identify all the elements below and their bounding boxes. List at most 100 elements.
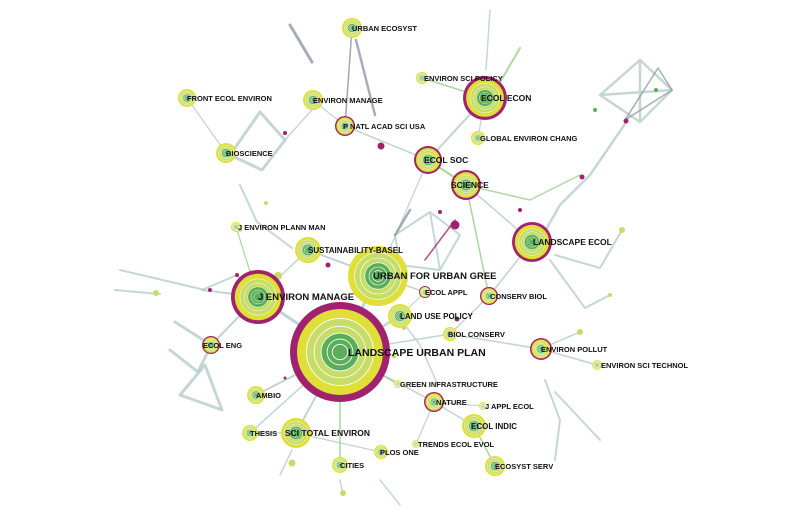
node-label: ECOL SOC	[424, 155, 468, 165]
minor-node-23	[391, 353, 397, 359]
node-global-environ-chang[interactable]: GLOBAL ENVIRON CHANG	[471, 131, 578, 145]
node-thesis[interactable]: THESIS	[242, 425, 277, 441]
edge-path-11	[239, 184, 293, 249]
edge-path-17	[393, 208, 412, 237]
node-ambio[interactable]: AMBIO	[247, 386, 281, 404]
edge-path-24	[379, 479, 401, 506]
edge-path-23	[554, 391, 601, 441]
node-green-infrastructure[interactable]: GREEN INFRASTRUCTURE	[394, 380, 498, 389]
edge-path-18	[554, 229, 623, 269]
edge-path-15	[288, 23, 314, 64]
node-sustainability-basel[interactable]: SUSTAINABILITY-BASEL	[295, 237, 403, 263]
node-label: J ENVIRON MANAGE	[258, 292, 354, 303]
node-core-ring	[528, 238, 536, 246]
edge-path-4	[228, 110, 287, 172]
node-core-ring	[223, 150, 228, 155]
node-label: TRENDS ECOL EVOL	[418, 440, 495, 449]
node-label: SCI TOTAL ENVIRON	[285, 428, 370, 438]
node-core-ring	[338, 463, 342, 467]
node-label: URBAN FOR URBAN GREE	[373, 271, 497, 282]
node-core-ring	[397, 313, 403, 319]
minor-node-5	[518, 208, 522, 212]
edge-path-7	[178, 363, 224, 412]
node-front-ecol-environ[interactable]: FRONT ECOL ENVIRON	[178, 89, 272, 107]
node-j-environ-manage[interactable]: J ENVIRON MANAGE	[231, 270, 354, 324]
minor-node-7	[208, 288, 212, 292]
node-ecol-eng[interactable]: ECOL ENG	[202, 336, 242, 354]
minor-node-8	[235, 273, 239, 277]
edge-path-26	[279, 449, 293, 476]
minor-node-4	[579, 174, 585, 180]
node-land-use-policy[interactable]: LAND USE POLICY	[388, 304, 474, 328]
node-ecol-soc[interactable]: ECOL SOC	[414, 146, 468, 174]
minor-node-17	[288, 459, 296, 467]
node-label: BIOL CONSERV	[448, 330, 505, 339]
minor-node-3	[325, 262, 331, 268]
node-landscape-ecol[interactable]: LANDSCAPE ECOL	[512, 222, 612, 262]
node-core-ring	[493, 464, 498, 469]
edge-path-20	[464, 174, 581, 201]
node-ecol-econ[interactable]: ECOL ECON	[463, 76, 531, 120]
node-science[interactable]: SCIENCE	[451, 170, 489, 200]
node-j-environ-plann-man[interactable]: J ENVIRON PLANN MAN	[231, 222, 326, 232]
minor-node-26	[593, 108, 597, 112]
minor-node-2	[450, 220, 460, 230]
node-ecosyst-serv[interactable]: ECOSYST SERV	[485, 456, 553, 476]
node-ecol-appl[interactable]: ECOL APPL	[419, 286, 468, 298]
node-j-appl-ecol[interactable]: J APPL ECOL	[479, 402, 534, 411]
node-label: AMBIO	[256, 391, 281, 400]
node-environ-manage[interactable]: ENVIRON MANAGE	[303, 90, 383, 110]
node-core-ring	[305, 247, 311, 253]
node-core-ring	[372, 270, 384, 282]
node-bioscience[interactable]: BIOSCIENCE	[216, 143, 273, 163]
edge-path-12	[485, 9, 491, 71]
node-label: ENVIRON SCI POLICY	[424, 74, 503, 83]
edge-bioscience-front-ecol-environ	[186, 97, 227, 154]
node-label: ECOSYST SERV	[495, 462, 553, 471]
node-core-ring	[595, 363, 599, 367]
node-environ-sci-policy[interactable]: ENVIRON SCI POLICY	[416, 72, 503, 84]
node-core-ring	[234, 225, 238, 229]
node-plos-one[interactable]: PLOS ONE	[374, 445, 419, 459]
node-core-ring	[185, 96, 189, 100]
node-core-ring	[420, 76, 424, 80]
node-p-natl-acad-sci-usa[interactable]: P NATL ACAD SCI USA	[335, 116, 426, 136]
node-urban-ecosyst[interactable]: URBAN ECOSYST	[342, 18, 417, 38]
node-label: LAND USE POLICY	[400, 312, 474, 321]
minor-node-1	[377, 142, 385, 150]
minor-node-19	[264, 201, 268, 205]
node-core-ring	[311, 97, 316, 102]
node-ecol-indic[interactable]: ECOL INDIC	[462, 414, 517, 438]
minor-node-21	[608, 293, 612, 297]
node-core-ring	[254, 393, 258, 397]
edge-path-10	[114, 289, 161, 295]
minor-node-11	[438, 210, 442, 214]
node-label: CONSERV BIOL	[490, 292, 547, 301]
edge-science-conserv-biol	[465, 184, 490, 297]
node-label: GREEN INFRASTRUCTURE	[400, 380, 498, 389]
node-urban-for-urban-gree[interactable]: URBAN FOR URBAN GREE	[348, 246, 497, 306]
node-core-ring	[448, 332, 452, 336]
node-sci-total-environ[interactable]: SCI TOTAL ENVIRON	[281, 418, 370, 448]
node-trends-ecol-evol[interactable]: TRENDS ECOL EVOL	[412, 440, 495, 449]
node-core-ring	[331, 343, 349, 361]
node-nature[interactable]: NATURE	[424, 392, 467, 412]
node-label: J ENVIRON PLANN MAN	[238, 223, 326, 232]
node-conserv-biol[interactable]: CONSERV BIOL	[480, 287, 547, 305]
node-label: ENVIRON SCI TECHNOL	[601, 361, 689, 370]
edge-path-19	[549, 259, 611, 309]
node-environ-pollut[interactable]: ENVIRON POLLUT	[530, 338, 608, 360]
node-biol-conserv[interactable]: BIOL CONSERV	[443, 327, 505, 341]
node-core-ring	[415, 443, 417, 445]
node-landscape-urban-plan[interactable]: LANDSCAPE URBAN PLAN	[290, 302, 486, 402]
node-label: ECOL INDIC	[471, 422, 517, 431]
node-core-ring	[350, 26, 355, 31]
edge-biol-conserv-environ-pollut	[449, 333, 542, 350]
node-cities[interactable]: CITIES	[332, 457, 364, 473]
node-label: ECOL APPL	[425, 288, 468, 297]
minor-node-13	[619, 227, 625, 233]
node-environ-sci-technol[interactable]: ENVIRON SCI TECHNOL	[592, 360, 689, 370]
edge-ecol-soc-p-natl-acad-sci-usa	[344, 125, 429, 161]
node-core-ring	[487, 294, 491, 298]
